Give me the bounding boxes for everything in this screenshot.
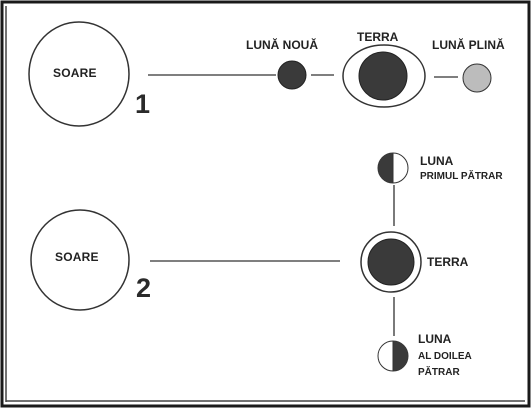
first-quarter-moon — [377, 152, 409, 184]
new-moon-label: LUNĂ NOUĂ — [246, 38, 318, 52]
sun-1-label: SOARE — [53, 66, 97, 80]
panel-2-number: 2 — [136, 273, 152, 303]
last-quarter-label-line3: PĂTRAR — [418, 367, 460, 378]
earth-2-disc — [367, 238, 415, 286]
sun-1-circle — [28, 21, 130, 127]
earth-1-label: TERRA — [357, 30, 399, 44]
first-quarter-label-line1: LUNA — [420, 154, 454, 168]
last-quarter-label-line2: AL DOILEA — [418, 351, 472, 362]
full-moon-disc — [462, 63, 492, 93]
last-quarter-label-line1: LUNA — [418, 332, 452, 346]
sun-2-label: SOARE — [55, 250, 99, 264]
full-moon-label: LUNĂ PLINĂ — [432, 38, 505, 52]
panel-1-number: 1 — [135, 89, 151, 119]
sun-2-circle — [30, 209, 130, 311]
last-quarter-moon — [377, 340, 409, 372]
earth-2-label: TERRA — [427, 255, 469, 269]
earth-1-disc — [358, 51, 408, 101]
new-moon-disc — [277, 60, 307, 90]
first-quarter-label-line2: PRIMUL PĂTRAR — [420, 171, 503, 182]
